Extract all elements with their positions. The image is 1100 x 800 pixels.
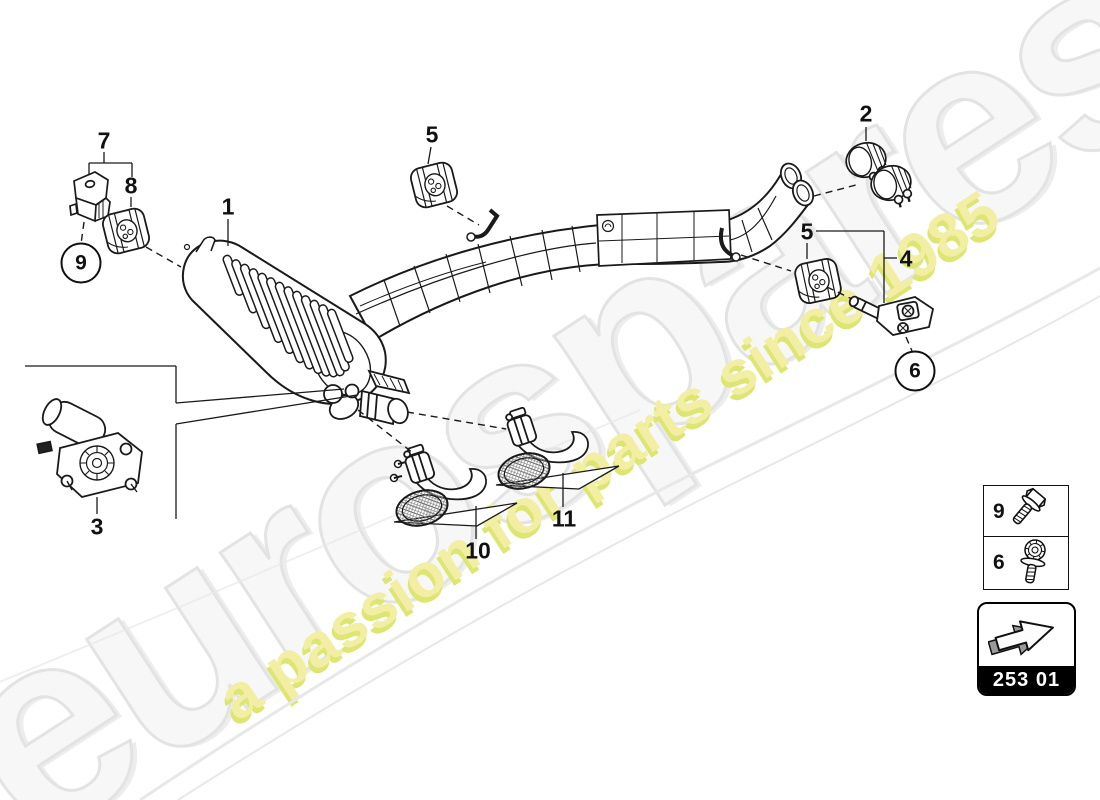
exhaust-pipe-details — [355, 195, 777, 327]
part-label-6-circled[interactable]: 6 — [894, 350, 936, 392]
rubber-mounting-5-right — [792, 256, 844, 306]
part-label-1[interactable]: 1 — [221, 193, 235, 220]
rubber-mounting-5-left — [407, 159, 461, 211]
diagram-code: 253 01 — [979, 666, 1074, 694]
label-leader-lines — [88, 127, 897, 539]
hanger-bracket-4 — [848, 295, 935, 336]
silencer-ribs — [222, 254, 354, 378]
up-right-block-arrow-icon — [979, 604, 1074, 666]
part-label-3[interactable]: 3 — [90, 513, 104, 540]
exhaust-tip-10 — [391, 442, 518, 533]
exhaust-flap-actuator — [36, 398, 143, 498]
pipe-hanger-pins — [466, 208, 741, 262]
part-label-11[interactable]: 11 — [551, 505, 577, 532]
legend-fastener-bolt[interactable]: 9 — [983, 485, 1069, 538]
watermark-swoosh — [0, 266, 1100, 800]
exhaust-tip-10-bolts — [389, 459, 407, 483]
part-label-5-right[interactable]: 5 — [800, 218, 814, 245]
exhaust-tip-11 — [493, 405, 620, 496]
part-label-4[interactable]: 4 — [899, 245, 913, 272]
part-label-5-left[interactable]: 5 — [425, 121, 439, 148]
part-label-10[interactable]: 10 — [465, 537, 491, 564]
assembly-dashed-lines — [80, 184, 913, 454]
part-label-2[interactable]: 2 — [859, 100, 873, 127]
spline-flange-bolt-icon — [1020, 539, 1046, 584]
exhaust-flap-outlet — [323, 369, 411, 426]
hex-flange-bolt-icon — [1012, 487, 1047, 525]
exhaust-pipes — [348, 164, 812, 342]
part-label-9-circled[interactable]: 9 — [60, 242, 102, 284]
pipe-end-stubs — [779, 162, 815, 207]
actuator-callout-lines — [25, 365, 358, 519]
part-label-8[interactable]: 8 — [124, 172, 138, 199]
legend-nut-ref: 6 — [993, 551, 1005, 574]
legend-bolt-ref: 9 — [993, 499, 1005, 523]
hanger-bracket-7 — [69, 171, 111, 223]
rear-silencer — [181, 236, 387, 406]
diagram-code-box[interactable]: 253 01 — [977, 602, 1076, 696]
part-label-7[interactable]: 7 — [97, 127, 111, 154]
legend-fastener-nut[interactable]: 6 — [983, 536, 1069, 590]
